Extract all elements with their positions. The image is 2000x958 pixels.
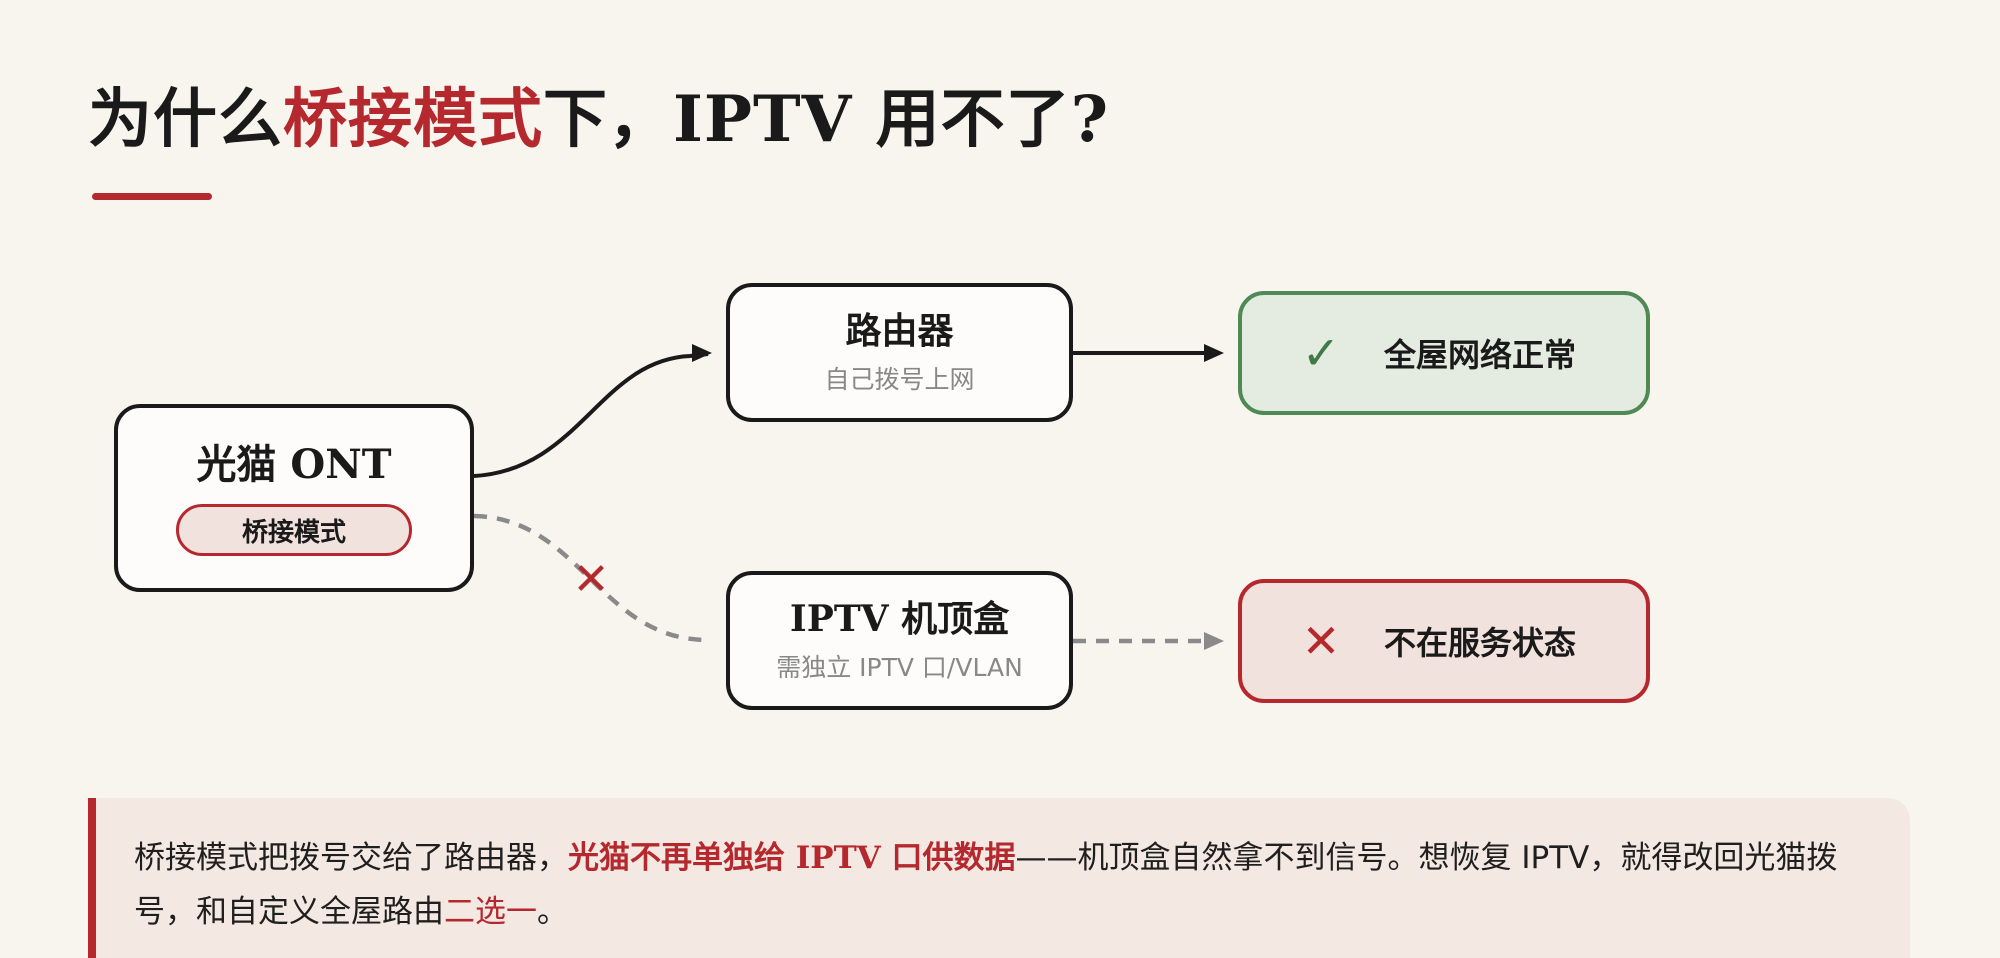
- network-ok-label: 全屋网络正常: [1384, 336, 1577, 374]
- title-underline: [92, 193, 212, 200]
- arrowhead-fail-in: [1204, 632, 1224, 650]
- ont-title: 光猫 ONT: [196, 441, 392, 488]
- callout-highlight1: 光猫不再单独给 IPTV 口供数据: [568, 840, 1016, 876]
- check-icon: ✓: [1301, 326, 1341, 380]
- callout-text: 桥接模式把拨号交给了路由器，光猫不再单独给 IPTV 口供数据——机顶盒自然拿不…: [134, 831, 1850, 939]
- router-subtitle: 自己拨号上网: [824, 365, 975, 394]
- callout-part3: 。: [537, 894, 568, 930]
- router-title: 路由器: [845, 310, 954, 352]
- title-accent: 桥接模式: [283, 82, 543, 157]
- router-node: 路由器 自己拨号上网: [726, 283, 1073, 422]
- arrowhead-ok-in: [1204, 344, 1224, 362]
- stb-subtitle: 需独立 IPTV 口/VLAN: [776, 653, 1023, 682]
- cross-icon: ✕: [1301, 614, 1341, 668]
- stb-title: IPTV 机顶盒: [789, 598, 1010, 640]
- ont-node: 光猫 ONT 桥接模式: [114, 404, 474, 592]
- arrowhead-router-in: [692, 344, 712, 362]
- iptv-stb-node: IPTV 机顶盒 需独立 IPTV 口/VLAN: [726, 571, 1073, 710]
- blocked-x-icon: ✕: [573, 554, 610, 605]
- out-of-service-label: 不在服务状态: [1384, 624, 1577, 662]
- title-suffix: 下，IPTV 用不了?: [543, 82, 1110, 157]
- connector-ont-to-stb-blocked: [473, 513, 709, 643]
- callout-highlight2: 二选一: [444, 894, 537, 930]
- page-title: 为什么桥接模式下，IPTV 用不了?: [88, 82, 1109, 159]
- explanation-callout: 桥接模式把拨号交给了路由器，光猫不再单独给 IPTV 口供数据——机顶盒自然拿不…: [88, 798, 1910, 958]
- callout-part1: 桥接模式把拨号交给了路由器，: [134, 840, 568, 876]
- title-prefix: 为什么: [88, 82, 283, 157]
- bridge-mode-badge: 桥接模式: [176, 504, 412, 556]
- connector-ont-to-router: [473, 352, 709, 478]
- callout-part2: ——机顶盒自然拿不到信号。想恢复 IPTV，就得改回光猫拨号，和自定义全屋路由: [134, 840, 1838, 930]
- network-ok-result: ✓ 全屋网络正常: [1238, 291, 1650, 415]
- out-of-service-result: ✕ 不在服务状态: [1238, 579, 1650, 703]
